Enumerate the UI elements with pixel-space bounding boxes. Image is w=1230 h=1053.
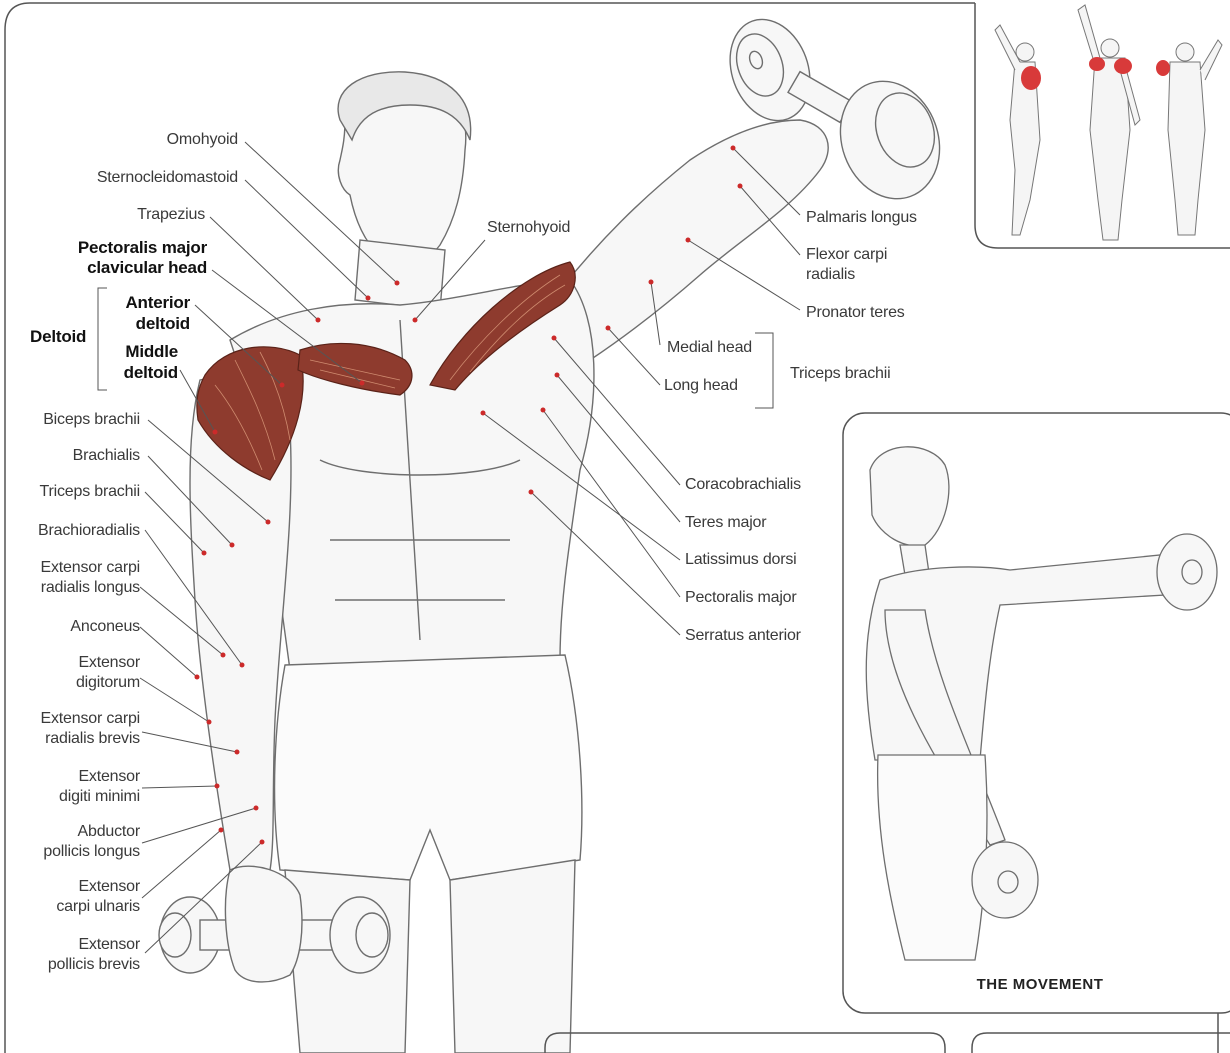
label-pectoralis-clavicular-line1: Pectoralis major xyxy=(40,238,207,257)
label-fcr-line1: Flexor carpi xyxy=(806,245,887,264)
label-brachioradialis: Brachioradialis xyxy=(20,521,140,540)
label-edm-line2: digiti minimi xyxy=(20,787,140,806)
label-serratus-anterior: Serratus anterior xyxy=(685,626,801,645)
label-ecu-line2: carpi ulnaris xyxy=(20,897,140,916)
label-ecrl-line2: radialis longus xyxy=(20,578,140,597)
label-middle-deltoid-line1: Middle xyxy=(110,342,178,361)
label-brachialis: Brachialis xyxy=(20,446,140,465)
label-ecu-line1: Extensor xyxy=(20,877,140,896)
label-trapezius: Trapezius xyxy=(100,205,205,224)
label-coracobrachialis: Coracobrachialis xyxy=(685,475,801,494)
label-pronator-teres: Pronator teres xyxy=(806,303,905,322)
label-sternocleidomastoid: Sternocleidomastoid xyxy=(60,168,238,187)
hand xyxy=(225,866,302,982)
bottom-panel-right xyxy=(972,1033,1230,1053)
label-epb-line1: Extensor xyxy=(20,935,140,954)
label-apl-line1: Abductor xyxy=(20,822,140,841)
label-pectoralis-major: Pectoralis major xyxy=(685,588,797,607)
label-triceps-brachii-left: Triceps brachii xyxy=(20,482,140,501)
label-palmaris-longus: Palmaris longus xyxy=(806,208,917,227)
label-ecrb-line2: radialis brevis xyxy=(20,729,140,748)
label-anterior-deltoid-line2: deltoid xyxy=(110,314,190,333)
label-omohyoid: Omohyoid xyxy=(120,130,238,149)
label-sternohyoid: Sternohyoid xyxy=(487,218,570,237)
bottom-panel-left xyxy=(545,1033,945,1053)
label-latissimus-dorsi: Latissimus dorsi xyxy=(685,550,797,569)
label-long-head: Long head xyxy=(664,376,738,395)
label-fcr-line2: radialis xyxy=(806,265,855,284)
movement-caption: THE MOVEMENT xyxy=(940,976,1140,993)
label-ecrb-line1: Extensor carpi xyxy=(20,709,140,728)
shorts xyxy=(275,655,582,880)
raised-arm xyxy=(560,120,828,360)
label-anterior-deltoid-line1: Anterior xyxy=(110,293,190,312)
main-figure xyxy=(159,8,956,1053)
label-pectoralis-clavicular-line2: clavicular head xyxy=(40,258,207,277)
label-ext-digitorum-line1: Extensor xyxy=(20,653,140,672)
label-ecrl-line1: Extensor carpi xyxy=(20,558,140,577)
label-anconeus: Anconeus xyxy=(20,617,140,636)
label-apl-line2: pollicis longus xyxy=(20,842,140,861)
thumbnail-right-figure xyxy=(1168,40,1222,235)
label-ext-digitorum-line2: digitorum xyxy=(20,673,140,692)
muscle-map-panel xyxy=(975,3,1230,248)
label-epb-line2: pollicis brevis xyxy=(20,955,140,974)
legs xyxy=(285,860,575,1053)
label-triceps-brachii-right: Triceps brachii xyxy=(790,364,890,383)
label-deltoid: Deltoid xyxy=(30,327,86,346)
label-medial-head: Medial head xyxy=(667,338,752,357)
label-edm-line1: Extensor xyxy=(20,767,140,786)
movement-panel xyxy=(843,413,1230,1013)
label-teres-major: Teres major xyxy=(685,513,766,532)
label-middle-deltoid-line2: deltoid xyxy=(110,363,178,382)
label-biceps-brachii: Biceps brachii xyxy=(20,410,140,429)
